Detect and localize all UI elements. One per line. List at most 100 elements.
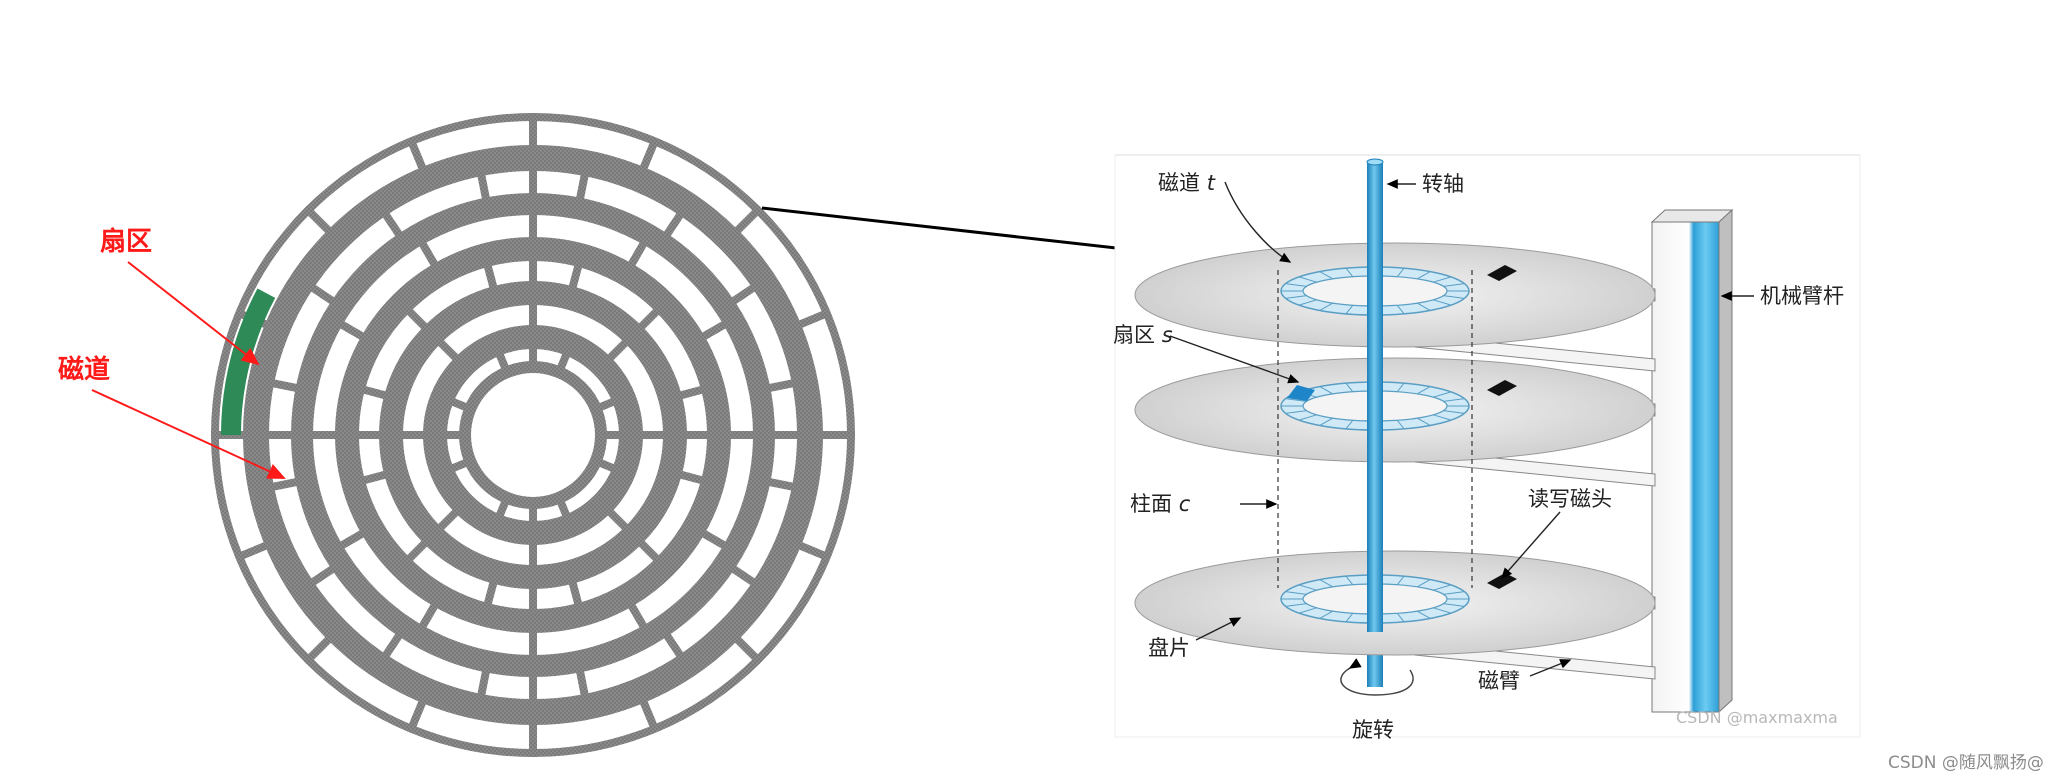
sector-divider <box>309 565 336 587</box>
sector-divider <box>436 508 460 532</box>
track-sector-line <box>1285 410 1307 414</box>
sector-divider <box>495 499 510 518</box>
read-write-head <box>1487 380 1517 396</box>
sector-divider <box>700 529 728 550</box>
source-watermark: CSDN @maxmaxma <box>1676 708 1838 727</box>
arm-label: 磁臂 <box>1478 669 1520 693</box>
track-sector-line <box>1285 591 1307 595</box>
track-sector-line <box>1298 414 1317 421</box>
sector-divider <box>700 320 728 341</box>
rw-head-pointer <box>1501 511 1561 580</box>
track-sector-line <box>1417 302 1431 311</box>
disk-center-hole <box>471 373 595 497</box>
sector-divider <box>436 338 460 362</box>
track-sector-line <box>1298 276 1317 283</box>
sector-divider <box>381 632 403 659</box>
sector-divider <box>678 385 705 400</box>
track-sector-line <box>1443 295 1465 299</box>
spindle-top-cap <box>1366 158 1384 166</box>
sector-divider <box>271 477 299 491</box>
page-watermark: CSDN @随风飘扬@ <box>1888 753 2044 773</box>
track-sector-line <box>1433 607 1452 614</box>
sector-divider <box>767 379 795 393</box>
track-sector-line <box>1319 386 1333 395</box>
sector-divider <box>306 635 333 662</box>
track-sector-line <box>1319 417 1333 426</box>
track-sector-line <box>1345 267 1354 278</box>
rotation-arrow <box>1340 658 1414 696</box>
sector-divider <box>477 669 491 697</box>
track-sector-line <box>1417 579 1431 588</box>
sector-divider <box>627 602 648 630</box>
track-sector-line <box>1285 398 1307 402</box>
platter-label: 盘片 <box>1148 636 1190 660</box>
connector-line <box>761 206 1179 257</box>
track-sector-line <box>1396 612 1405 623</box>
right-disk-diagram: 磁道 t 转轴 机械臂杆 扇区 s 柱面 c 读写磁头 盘片 磁臂 旋转 CSD… <box>1113 154 1861 742</box>
track-sector-line <box>1345 304 1354 315</box>
sector-divider <box>556 499 571 518</box>
sector-divider <box>568 263 583 290</box>
track-sector-line <box>1345 575 1354 586</box>
sector-divider <box>663 632 685 659</box>
cylinder-c-label: 柱面 c <box>1130 492 1191 516</box>
sector-divider <box>575 669 589 697</box>
arm-pointer <box>1529 659 1572 677</box>
sector-divider <box>663 211 685 238</box>
track-t-label: 磁道 t <box>1158 171 1216 195</box>
track-sector-line <box>1396 267 1405 278</box>
arm-column <box>1651 221 1720 713</box>
track-label: 磁道 <box>58 354 110 385</box>
highlighted-sector-s <box>1287 385 1315 401</box>
arm-column-top <box>1650 209 1734 223</box>
track-sector-line <box>1417 386 1431 395</box>
sector-divider <box>597 458 616 473</box>
track-sector-line <box>1417 610 1431 619</box>
track-sector-line <box>1319 579 1333 588</box>
track-sector-line <box>1443 283 1465 287</box>
sector-divider <box>450 397 469 412</box>
track-sector-line <box>1396 575 1405 586</box>
sector-divider <box>450 458 469 473</box>
sector-divider <box>575 173 589 201</box>
sector-divider <box>606 338 630 362</box>
sector-divider <box>418 240 439 268</box>
sector-divider <box>733 635 760 662</box>
sector-divider <box>733 208 760 235</box>
sector-divider <box>361 470 388 485</box>
sector-divider <box>637 307 661 331</box>
sector-divider <box>418 602 439 630</box>
track-sector-line <box>1396 382 1405 393</box>
arm-assembly-label: 机械臂杆 <box>1760 284 1844 308</box>
sector-divider <box>639 141 658 171</box>
track-sector-line <box>1319 610 1333 619</box>
sector-s-label: 扇区 s <box>1113 323 1173 347</box>
sector-divider <box>797 541 827 560</box>
sector-divider <box>338 320 366 341</box>
track-sector-line <box>1345 419 1354 430</box>
track-sector-line <box>1417 271 1431 280</box>
track-sector-line <box>1433 276 1452 283</box>
track-t-pointer <box>1224 181 1292 263</box>
track-sector-line <box>1433 299 1452 306</box>
sector-divider <box>338 529 366 550</box>
left-disk-diagram <box>211 113 855 757</box>
track-pointer-arrow <box>91 389 286 479</box>
sector-divider <box>767 477 795 491</box>
track-sector-line <box>1433 391 1452 398</box>
sector-divider <box>797 310 827 329</box>
track-sector-line <box>1285 283 1307 287</box>
track-sector-line <box>1319 271 1333 280</box>
track-sector-line <box>1443 591 1465 595</box>
sector-divider <box>381 211 403 238</box>
sector-divider <box>568 580 583 607</box>
track-sector-line <box>1396 419 1405 430</box>
sector-divider <box>306 208 333 235</box>
spindle-label: 转轴 <box>1422 172 1464 196</box>
sector-divider <box>495 352 510 371</box>
sector-divider <box>309 283 336 305</box>
read-write-head <box>1487 265 1517 281</box>
sector-divider <box>678 470 705 485</box>
track-sector-line <box>1345 382 1354 393</box>
